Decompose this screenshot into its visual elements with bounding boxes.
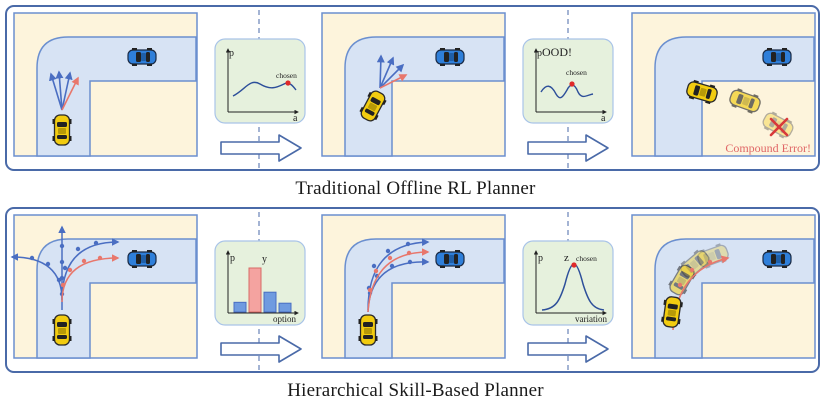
yellow-car-icon: [357, 314, 379, 346]
chosen-label: chosen: [576, 254, 597, 263]
plot-bottom-1: p option y: [214, 240, 306, 326]
highlight-label: y: [262, 254, 267, 265]
plot-bottom-2: p variation z chosen: [522, 240, 614, 326]
blue-car-icon: [762, 249, 792, 269]
skill-variations: [366, 238, 430, 313]
x-axis-label: variation: [575, 314, 607, 324]
map-top-2: [321, 12, 506, 157]
right-arrow-icon: [220, 134, 302, 162]
right-arrow-icon: [220, 335, 302, 363]
x-axis-label: option: [273, 314, 297, 324]
option-bar: [233, 301, 247, 313]
option-bar: [263, 291, 277, 313]
compound-error-label: Compound Error!: [725, 141, 811, 155]
chosen-label: chosen: [276, 71, 297, 80]
candidate-actions: [49, 70, 79, 111]
chosen-label: chosen: [566, 68, 587, 77]
y-axis-label: p: [537, 48, 542, 59]
blue-car-icon: [127, 249, 157, 269]
yellow-car-icon: [51, 114, 73, 146]
chosen-point: [285, 80, 291, 86]
ood-warning: OOD!: [542, 45, 572, 59]
map-top-1: [13, 12, 198, 157]
map-bottom-2: [321, 214, 506, 359]
skill-trajectories: [10, 225, 120, 310]
chosen-point: [571, 262, 577, 268]
option-bar: [278, 302, 292, 313]
plot-top-2: p a OOD! chosen: [522, 38, 614, 124]
map-bottom-1: [10, 214, 198, 359]
caption-skill-based: Hierarchical Skill-Based Planner: [287, 380, 544, 401]
candidate-actions: [376, 54, 408, 89]
y-axis-label: p: [229, 48, 234, 59]
yellow-car-icon: [51, 314, 73, 346]
chosen-point: [569, 81, 575, 87]
caption-offline-rl: Traditional Offline RL Planner: [295, 178, 536, 199]
y-axis-label: p: [230, 253, 235, 264]
map-bottom-3: [631, 214, 816, 359]
peak-label: z: [564, 252, 569, 264]
x-axis-label: a: [293, 113, 298, 124]
y-axis-label: p: [538, 253, 543, 264]
blue-car-icon: [127, 47, 157, 67]
blue-car-icon: [435, 47, 465, 67]
option-bars: [233, 267, 292, 313]
plot-top-1: p a chosen: [214, 38, 306, 124]
x-axis-label: a: [601, 113, 606, 124]
blue-car-icon: [435, 249, 465, 269]
map-top-3: Compound Error!: [631, 12, 816, 157]
red-x-icon: [769, 117, 789, 137]
blue-car-icon: [762, 47, 792, 67]
selected-option-bar: [248, 267, 262, 313]
